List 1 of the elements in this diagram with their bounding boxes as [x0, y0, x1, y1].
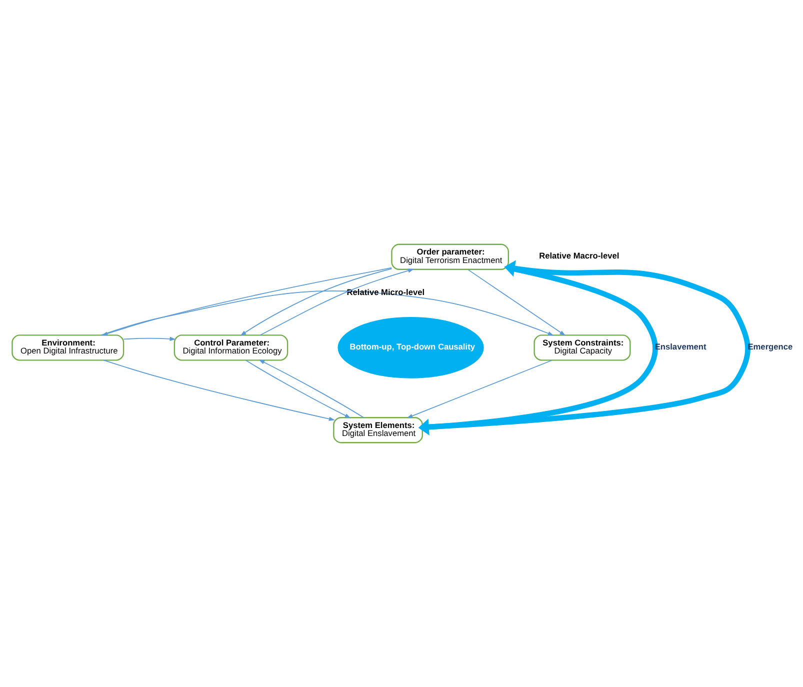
label: Relative Macro-level	[538, 250, 619, 260]
